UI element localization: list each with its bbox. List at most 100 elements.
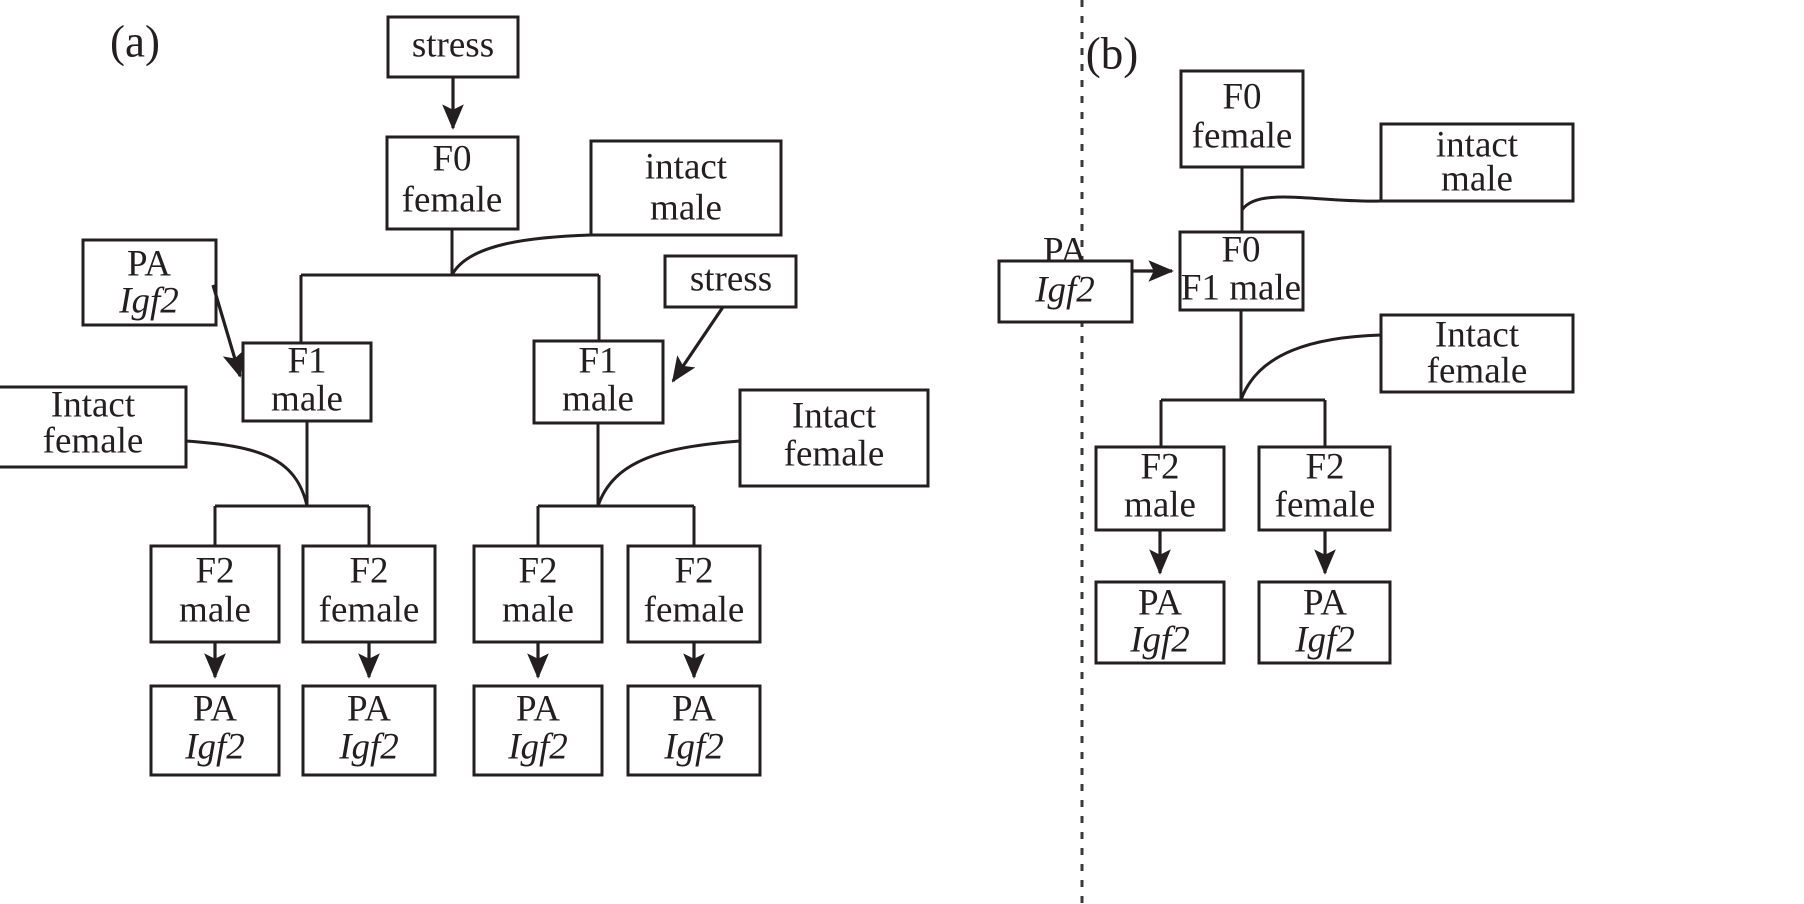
- node-line-1: F0: [1221, 229, 1260, 270]
- node-f2-female-1: F2 female: [301, 544, 437, 644]
- node-pa-igf2-input-left: PA Igf2: [81, 238, 218, 327]
- node-b-pa-igf2-female: PA Igf2: [1257, 580, 1392, 665]
- mating-curve-intact-female-right: [596, 439, 741, 507]
- node-line-2: female: [402, 179, 503, 220]
- arrow-stress-to-f1-male-right: [671, 306, 725, 383]
- node-line-2: male: [179, 589, 251, 630]
- node-line-2: female: [1192, 115, 1293, 156]
- node-line-2: female: [319, 589, 420, 630]
- node-box: [1379, 313, 1575, 394]
- node-line-1: PA: [1138, 582, 1182, 623]
- node-box: [626, 544, 762, 644]
- node-line-1: F1: [578, 340, 617, 381]
- node-line-2: Igf2: [184, 726, 245, 767]
- node-b-f0-female: F0 female: [1179, 69, 1305, 169]
- node-intact-female-left: Intact female: [0, 384, 188, 469]
- node-line-2: male: [1441, 158, 1513, 199]
- node-box: [385, 135, 520, 231]
- node-line-2: female: [43, 420, 144, 461]
- mating-curve-b-intact-female: [1239, 333, 1382, 401]
- node-stress-right: stress: [663, 254, 798, 309]
- node-line-1: F2: [518, 550, 557, 591]
- node-line-1: PA: [1303, 582, 1347, 623]
- node-box: [997, 259, 1134, 324]
- mating-curve-intact-female-left: [185, 439, 309, 507]
- panel-b-label: (b): [1086, 28, 1138, 78]
- panel-a: (a) stress F0 female intact male: [0, 15, 930, 777]
- node-line-1: F2: [349, 550, 388, 591]
- node-pa-igf2-2: PA Igf2: [301, 684, 437, 777]
- node-box: [626, 684, 762, 777]
- node-b-f2-male: F2 male: [1094, 445, 1226, 532]
- panel-b: (b) F0 female intact male PA Igf2: [997, 28, 1575, 665]
- node-line-2: Igf2: [1129, 619, 1190, 660]
- node-line-1: PA: [1043, 230, 1087, 271]
- node-line-2: female: [644, 589, 745, 630]
- node-stress-top: stress: [386, 15, 520, 79]
- node-box: [241, 341, 373, 423]
- node-intact-male: intact male: [589, 139, 783, 237]
- node-f1-male-left: F1 male: [241, 340, 373, 423]
- node-box: [149, 544, 281, 644]
- node-box: [472, 684, 604, 777]
- node-box: [386, 15, 520, 79]
- node-line-1: F0: [432, 138, 471, 179]
- node-line-2: Igf2: [1034, 269, 1095, 310]
- node-line-1: Intact: [51, 384, 136, 425]
- node-f0-female: F0 female: [385, 135, 520, 231]
- node-b-intact-female: Intact female: [1379, 313, 1575, 394]
- arrow-pa-to-f1-male-left: [211, 284, 244, 378]
- node-box: [663, 254, 798, 309]
- node-line-1: F2: [1305, 446, 1344, 487]
- node-box: [1379, 122, 1575, 203]
- node-line-2: Igf2: [1294, 619, 1355, 660]
- node-line-2: Igf2: [663, 726, 724, 767]
- node-f2-female-2: F2 female: [626, 544, 762, 644]
- node-line-1: PA: [347, 688, 391, 729]
- mating-curve-b-intact-male: [1240, 195, 1382, 211]
- node-line-2: female: [784, 433, 885, 474]
- node-line-2: male: [502, 589, 574, 630]
- node-box: [1257, 580, 1392, 665]
- node-box: [589, 139, 783, 237]
- node-line-2: female: [1427, 350, 1528, 391]
- node-line-1: PA: [516, 688, 560, 729]
- node-pa-igf2-3: PA Igf2: [472, 684, 604, 777]
- node-line-1: F1: [287, 340, 326, 381]
- node-line-1: stress: [412, 24, 494, 65]
- node-box: [149, 684, 281, 777]
- node-f2-male-2: F2 male: [472, 544, 604, 644]
- node-line-2: F1 male: [1181, 267, 1301, 308]
- node-b-pa-igf2-male: PA Igf2: [1094, 580, 1226, 665]
- node-line-2: male: [271, 378, 343, 419]
- node-box: [1094, 580, 1226, 665]
- node-intact-female-right: Intact female: [738, 388, 930, 488]
- node-line-1: PA: [193, 688, 237, 729]
- node-box: [301, 684, 437, 777]
- node-line-1: Intact: [792, 395, 877, 436]
- node-box: [81, 238, 218, 327]
- node-line-2: Igf2: [507, 726, 568, 767]
- node-line-2: female: [1275, 484, 1376, 525]
- panel-a-label: (a): [110, 16, 160, 66]
- node-box: [472, 544, 604, 644]
- node-b-intact-male: intact male: [1379, 122, 1575, 203]
- node-pa-igf2-1: PA Igf2: [149, 684, 281, 777]
- node-line-2: Igf2: [118, 280, 179, 321]
- node-line-2: male: [650, 187, 722, 228]
- node-line-1: intact: [645, 146, 728, 187]
- node-line-1: Intact: [1435, 314, 1520, 355]
- node-box: [738, 388, 930, 488]
- node-line-1: F0: [1222, 76, 1261, 117]
- node-line-2: male: [562, 378, 634, 419]
- node-line-1: PA: [672, 688, 716, 729]
- node-f1-male-right: F1 male: [532, 339, 665, 425]
- mating-curve-intact-male: [450, 233, 592, 276]
- node-f2-male-1: F2 male: [149, 544, 281, 644]
- node-line-2: Igf2: [338, 726, 399, 767]
- node-box: [1178, 230, 1305, 312]
- node-box: [1094, 445, 1226, 532]
- node-line-1: PA: [127, 243, 171, 284]
